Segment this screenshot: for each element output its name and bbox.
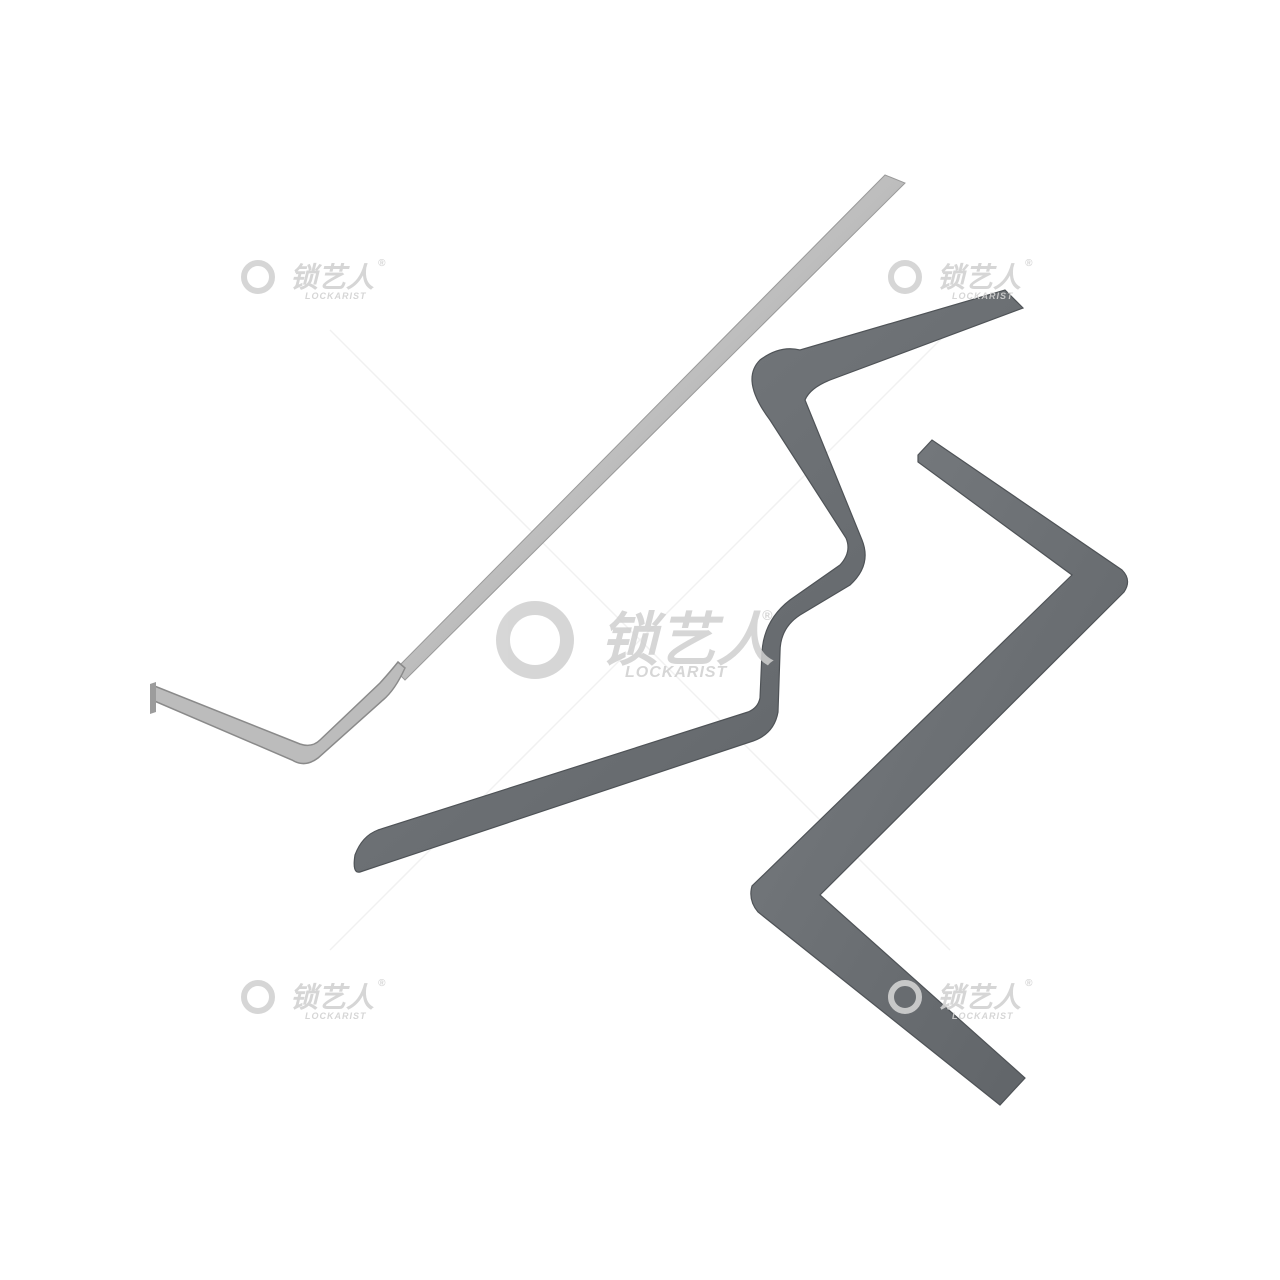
svg-text:LOCKARIST: LOCKARIST	[952, 1011, 1014, 1021]
silver-hook-wrench	[150, 174, 906, 765]
z-wrench	[750, 439, 1129, 1106]
watermark-bottom-left: 锁艺人 ® LOCKARIST	[241, 978, 386, 1021]
svg-text:锁艺人: 锁艺人	[290, 262, 374, 293]
svg-text:®: ®	[1025, 978, 1033, 989]
watermark-top-left: 锁艺人 ® LOCKARIST	[241, 258, 386, 301]
svg-text:®: ®	[762, 607, 773, 623]
watermark-bottom-right: 锁艺人 ® LOCKARIST	[888, 978, 1033, 1021]
svg-text:锁艺人: 锁艺人	[937, 262, 1021, 293]
svg-text:锁艺人: 锁艺人	[290, 982, 374, 1013]
svg-text:®: ®	[378, 258, 386, 269]
svg-text:LOCKARIST: LOCKARIST	[305, 291, 367, 301]
svg-text:锁艺人: 锁艺人	[600, 608, 774, 673]
svg-text:LOCKARIST: LOCKARIST	[305, 1011, 367, 1021]
svg-text:LOCKARIST: LOCKARIST	[625, 664, 728, 681]
svg-text:®: ®	[378, 978, 386, 989]
watermark-center: 锁艺人 ® LOCKARIST	[496, 601, 774, 681]
svg-text:锁艺人: 锁艺人	[937, 982, 1021, 1013]
svg-text:®: ®	[1025, 258, 1033, 269]
svg-text:LOCKARIST: LOCKARIST	[952, 291, 1014, 301]
watermark-top-right: 锁艺人 ® LOCKARIST	[888, 258, 1033, 301]
wave-wrench	[353, 289, 1025, 873]
